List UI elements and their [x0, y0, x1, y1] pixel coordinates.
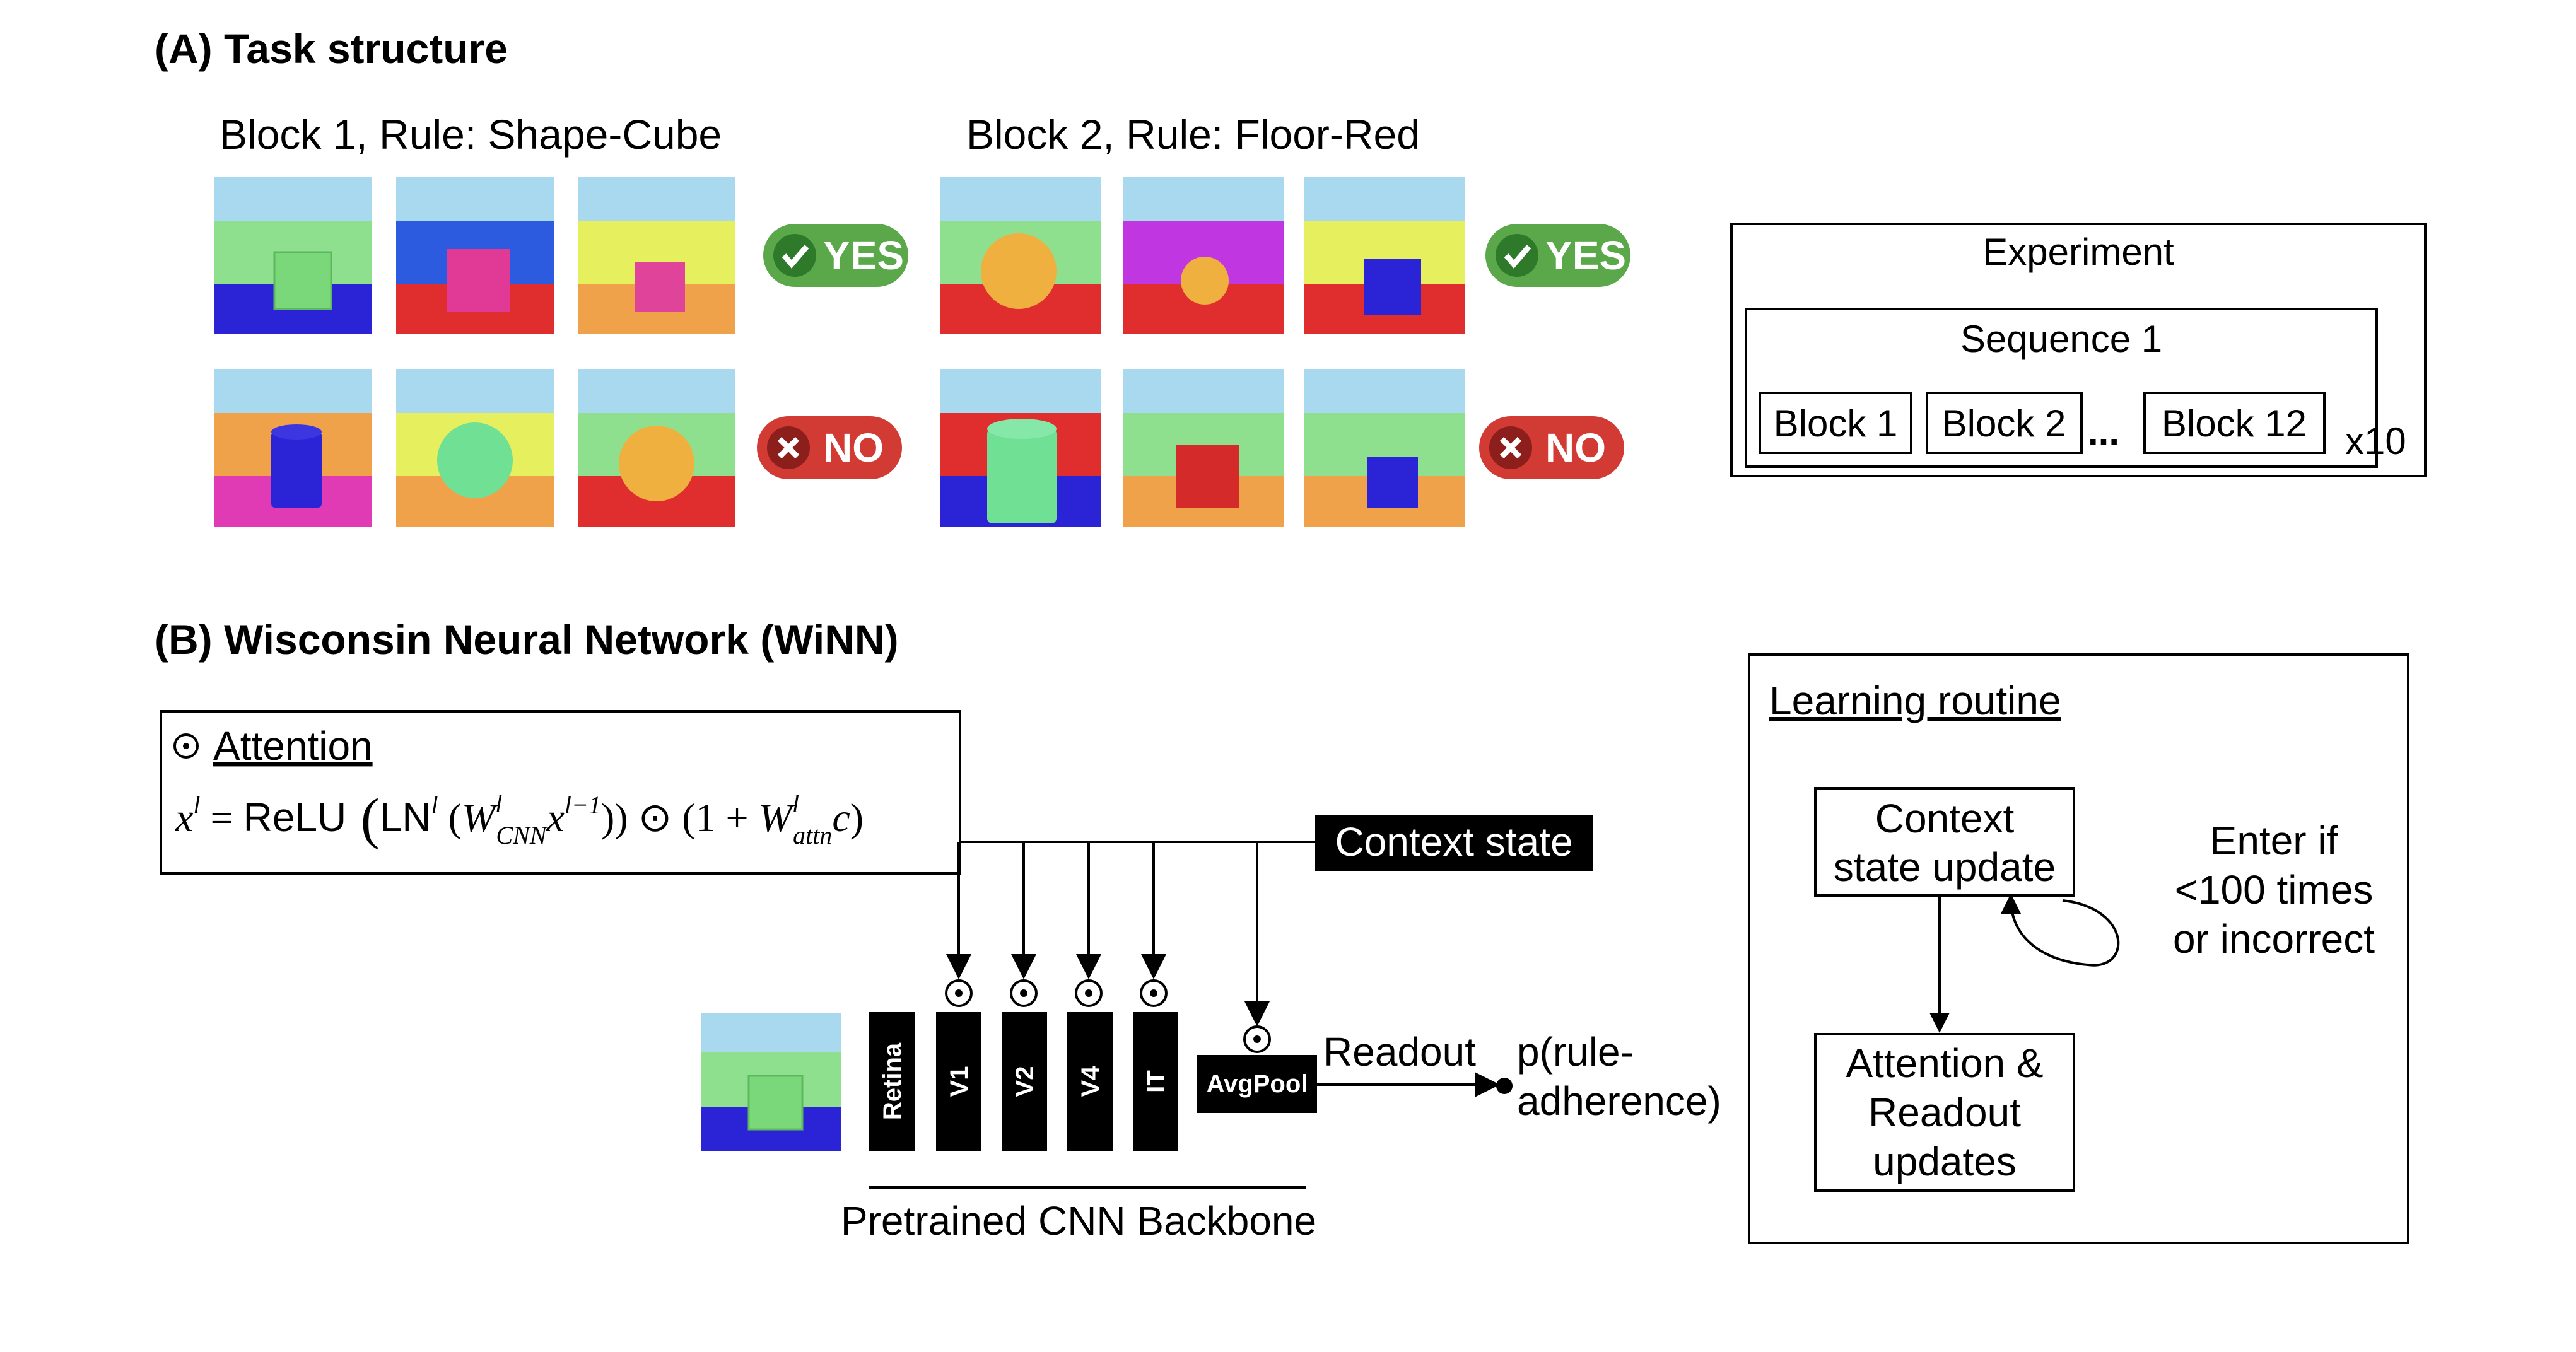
- experiment-title: Experiment: [1982, 231, 2174, 273]
- stimulus-thumbnail: [578, 369, 735, 527]
- yes-label: YES: [823, 233, 904, 278]
- stimulus-thumbnail: [578, 177, 735, 334]
- stimulus-thumbnail: [214, 369, 372, 527]
- layer-label: V2: [1011, 1066, 1039, 1097]
- repeat-label: x10: [2345, 420, 2406, 462]
- context-update-label: state update: [1834, 844, 2056, 890]
- sequence-title: Sequence 1: [1960, 318, 2162, 360]
- avgpool-box: [1197, 1055, 1317, 1113]
- updates-label: Attention &: [1846, 1040, 2043, 1086]
- block-label: Block 1: [1774, 402, 1898, 445]
- attention-title: Attention: [213, 723, 373, 769]
- layer-label: Retina: [879, 1042, 906, 1120]
- yes-badge: YES: [763, 224, 908, 287]
- stimulus-thumbnail: [1123, 369, 1284, 527]
- cnn-layer: V4: [1067, 1012, 1113, 1151]
- stimulus-thumbnail: [1304, 177, 1465, 334]
- yes-label: YES: [1545, 233, 1626, 278]
- block-label: Block 2: [1942, 402, 2066, 445]
- output-label: p(rule-: [1517, 1029, 1634, 1075]
- layer-label: V4: [1077, 1066, 1104, 1097]
- loop-condition: Enter if: [2210, 818, 2338, 863]
- stimulus-thumbnail: [940, 177, 1101, 334]
- output-label: adherence): [1517, 1078, 1721, 1124]
- backbone-label: Pretrained CNN Backbone: [841, 1198, 1316, 1244]
- loop-condition: <100 times: [2175, 867, 2374, 912]
- learning-routine: Learning routine Context state update En…: [1748, 653, 2409, 1244]
- avgpool-label: AvgPool: [1207, 1070, 1308, 1098]
- cnn-layer: Retina: [869, 1012, 915, 1151]
- block-label: Block 12: [2162, 402, 2307, 445]
- context-state-box: [1315, 815, 1593, 871]
- block2-title: Block 2, Rule: Floor-Red: [966, 111, 1420, 158]
- section-b-title: (B) Wisconsin Neural Network (WiNN): [155, 616, 899, 663]
- learning-title: Learning routine: [1769, 678, 2061, 723]
- layer-label: IT: [1142, 1070, 1170, 1093]
- updates-label: Readout: [1868, 1090, 2021, 1135]
- odot-icon: [945, 979, 1271, 1053]
- cnn-layer: V2: [1002, 1012, 1047, 1151]
- no-badge: NO: [757, 416, 902, 479]
- stimulus-thumbnail: [214, 177, 372, 334]
- loop-condition: or incorrect: [2173, 916, 2375, 962]
- no-label: NO: [823, 425, 884, 470]
- yes-badge: YES: [1485, 224, 1630, 287]
- readout-label: Readout: [1323, 1029, 1476, 1075]
- input-image: [701, 1013, 841, 1151]
- loop-arrow: [2001, 894, 2120, 967]
- stimulus-thumbnail: [940, 369, 1101, 527]
- no-label: NO: [1545, 425, 1606, 470]
- layer-label: V1: [946, 1066, 973, 1097]
- output-node: [1496, 1078, 1513, 1094]
- experiment-structure: Experiment Sequence 1 Block 1 Block 2 ..…: [1730, 223, 2427, 477]
- no-badge: NO: [1479, 416, 1624, 479]
- updates-label: updates: [1873, 1139, 2017, 1184]
- block1-title: Block 1, Rule: Shape-Cube: [220, 111, 722, 158]
- stimulus-thumbnail: [1123, 177, 1284, 334]
- stimulus-thumbnail: [1304, 369, 1465, 527]
- context-update-label: Context: [1875, 796, 2015, 841]
- cnn-layer: V1: [936, 1012, 981, 1151]
- context-state-label: Context state: [1335, 819, 1572, 865]
- section-a-title: (A) Task structure: [155, 25, 508, 72]
- stimulus-thumbnail: [396, 177, 554, 334]
- cnn-layer: IT: [1133, 1012, 1178, 1151]
- stimulus-thumbnail: [396, 369, 554, 527]
- ellipsis: ...: [2088, 411, 2119, 453]
